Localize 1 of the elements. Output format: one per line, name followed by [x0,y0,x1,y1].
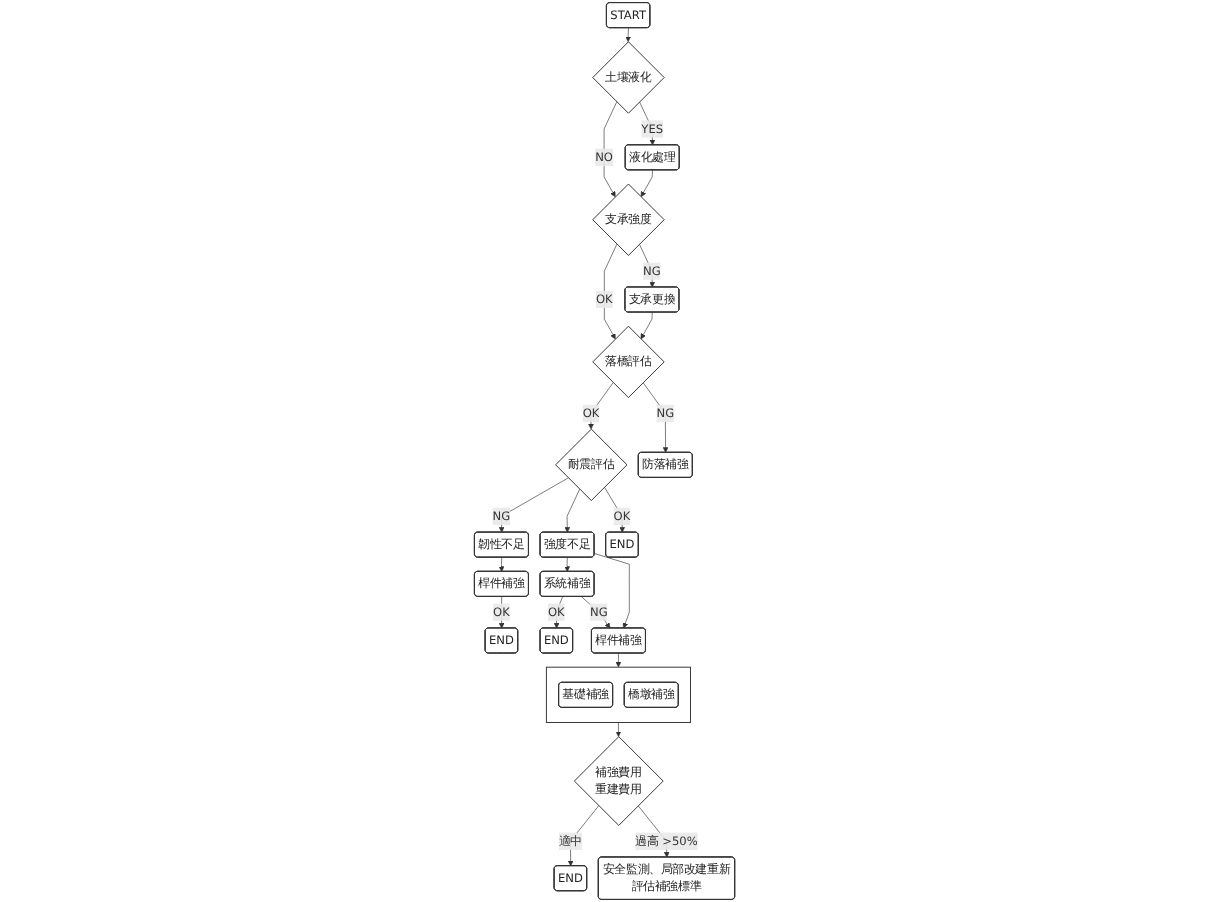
cluster [545,666,691,723]
